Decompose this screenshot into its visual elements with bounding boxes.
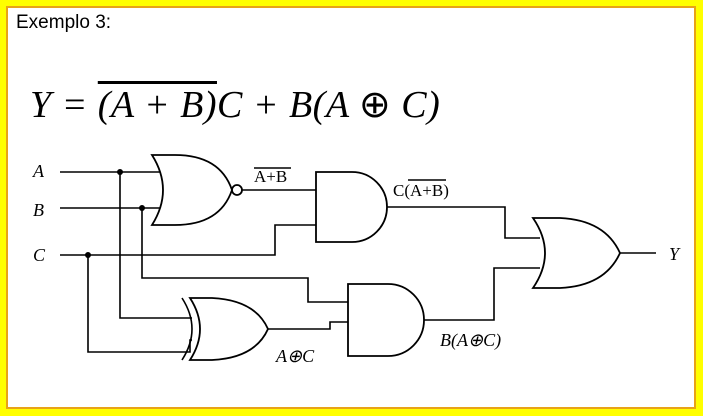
wire-and1-to-or — [387, 206, 540, 239]
formula-and-term: C + B(A — [216, 84, 359, 126]
formula-lhs: Y = — [30, 84, 98, 126]
input-label-c: C — [33, 245, 46, 265]
nor-output-label: A+B — [254, 167, 287, 186]
wire-a-to-xor — [119, 172, 192, 319]
xor-output-label: A⊕C — [275, 346, 315, 366]
example-heading: Exemplo 3: — [16, 12, 112, 33]
and2-output-label: B(A⊕C) — [440, 330, 501, 351]
boolean-formula: Y = (A + B)C + B(A ⊕ C) — [30, 82, 440, 127]
and-gate-1 — [315, 171, 388, 243]
junction-c — [85, 252, 91, 258]
formula-xor-symbol: ⊕ — [358, 84, 392, 126]
xor-input-arc — [181, 297, 193, 361]
output-label-y: Y — [669, 244, 681, 264]
input-label-b: B — [33, 200, 44, 220]
junction-a — [117, 169, 123, 175]
or-gate — [531, 217, 621, 289]
wire-c-to-and1 — [60, 224, 316, 256]
wire-c-to-xor — [87, 255, 192, 353]
nor-bubble — [231, 184, 243, 196]
wire-xor-to-and2 — [268, 321, 348, 330]
wire-b-to-and2 — [141, 208, 348, 303]
wire-and2-to-or — [424, 267, 540, 321]
nor-gate — [150, 154, 233, 226]
formula-tail: C) — [391, 84, 441, 126]
junction-b — [139, 205, 145, 211]
and-gate-2 — [347, 283, 425, 357]
and1-output-label: C(A+B) — [393, 181, 449, 200]
xor-gate — [188, 297, 269, 361]
input-label-a: A — [32, 161, 45, 181]
formula-nor-term: (A + B) — [97, 84, 217, 126]
